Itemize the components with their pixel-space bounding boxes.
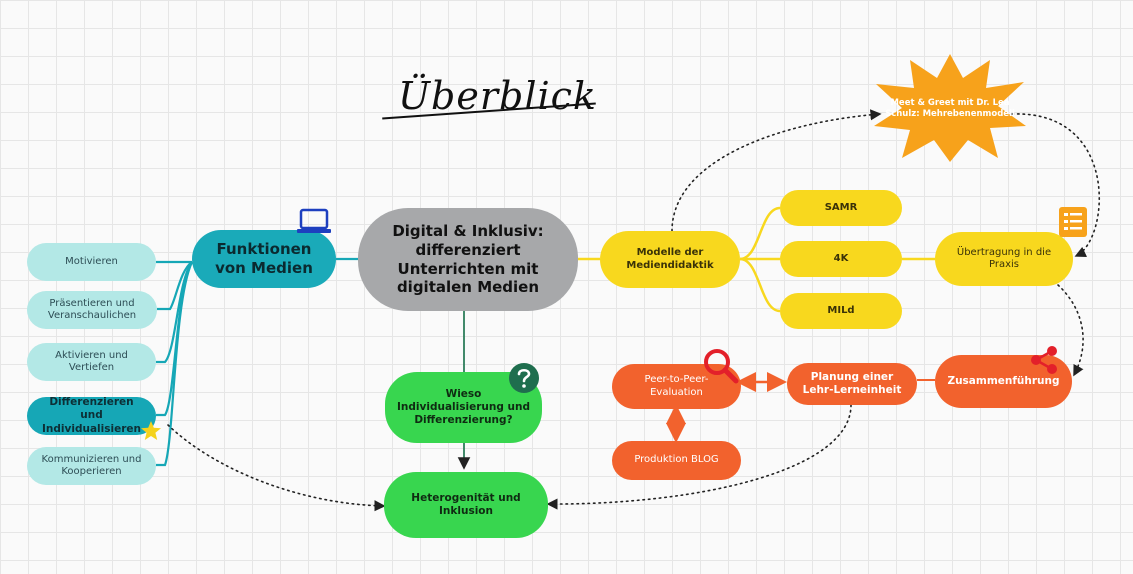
share-icon bbox=[1031, 346, 1057, 374]
node-motivieren-label: Motivieren bbox=[65, 255, 118, 267]
node-differenzieren[interactable]: Differenzieren und Individualisieren bbox=[27, 396, 156, 435]
node-planung-label: Planung einer Lehr-Lerneinheit bbox=[802, 370, 902, 396]
node-funktionen-label: Funktionen von Medien bbox=[215, 240, 313, 277]
node-modelle-label: Modelle der Mediendidaktik bbox=[626, 247, 714, 271]
node-meet-greet-label: Meet & Greet mit Dr. Lea Schulz: Mehrebe… bbox=[885, 97, 1015, 119]
node-motivieren[interactable]: Motivieren bbox=[27, 243, 156, 281]
question-icon bbox=[509, 363, 539, 393]
node-aktivieren-label: Aktivieren und Vertiefen bbox=[55, 349, 128, 374]
dotted-connectors bbox=[167, 109, 1101, 512]
burst-shape bbox=[874, 54, 1026, 162]
laptop-icon bbox=[297, 208, 331, 233]
node-produktion-blog[interactable]: Produktion BLOG bbox=[612, 441, 741, 480]
magnifier-icon bbox=[704, 349, 739, 384]
node-kommunizieren[interactable]: Kommunizieren und Kooperieren bbox=[27, 447, 156, 485]
node-wieso-label: Wieso Individualisierung und Differenzie… bbox=[397, 387, 530, 427]
checklist-icon bbox=[1059, 207, 1087, 237]
node-heterogenitaet-label: Heterogenität und Inklusion bbox=[411, 491, 521, 517]
node-mild-label: MILd bbox=[827, 304, 855, 316]
node-praesentieren[interactable]: Präsentieren und Veranschaulichen bbox=[27, 291, 157, 329]
node-4k[interactable]: 4K bbox=[780, 241, 902, 277]
node-produktion-label: Produktion BLOG bbox=[634, 454, 719, 466]
node-differenzieren-label: Differenzieren und Individualisieren bbox=[42, 396, 141, 435]
node-samr-label: SAMR bbox=[824, 201, 858, 213]
node-modelle[interactable]: Modelle der Mediendidaktik bbox=[600, 231, 740, 288]
node-planung[interactable]: Planung einer Lehr-Lerneinheit bbox=[787, 363, 917, 405]
center-node-label: Digital & Inklusiv: differenziert Unterr… bbox=[392, 222, 544, 297]
yellow-connectors bbox=[739, 206, 935, 313]
node-aktivieren[interactable]: Aktivieren und Vertiefen bbox=[27, 343, 156, 381]
node-meet-greet[interactable]: Meet & Greet mit Dr. Lea Schulz: Mehrebe… bbox=[880, 79, 1020, 139]
node-funktionen-von-medien[interactable]: Funktionen von Medien bbox=[192, 230, 336, 288]
node-kommunizieren-label: Kommunizieren und Kooperieren bbox=[41, 453, 142, 478]
center-node[interactable]: Digital & Inklusiv: differenziert Unterr… bbox=[358, 208, 578, 311]
node-peer-label: Peer-to-Peer-Evaluation bbox=[644, 374, 709, 398]
node-zusammenfuehrung-label: Zusammenführung bbox=[947, 374, 1060, 387]
node-4k-label: 4K bbox=[833, 252, 849, 264]
star-icon bbox=[141, 421, 161, 440]
node-uebertragung-label: Übertragung in die Praxis bbox=[956, 246, 1052, 271]
node-zusammenfuehrung[interactable]: Zusammenführung bbox=[935, 355, 1072, 408]
node-uebertragung[interactable]: Übertragung in die Praxis bbox=[935, 232, 1073, 286]
node-praesentieren-label: Präsentieren und Veranschaulichen bbox=[47, 297, 137, 322]
node-samr[interactable]: SAMR bbox=[780, 190, 902, 226]
node-heterogenitaet[interactable]: Heterogenität und Inklusion bbox=[384, 472, 548, 538]
teal-connectors bbox=[156, 260, 193, 467]
node-mild[interactable]: MILd bbox=[780, 293, 902, 329]
